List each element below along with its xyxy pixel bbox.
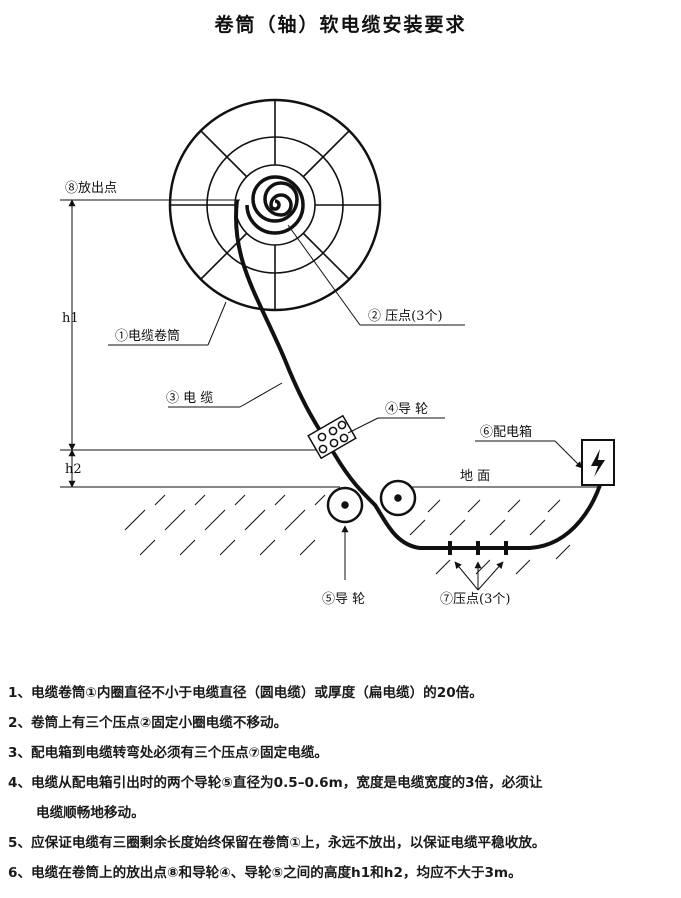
- note-3: 3、配电箱到电缆转弯处必须有三个压点⑦固定电缆。: [8, 745, 329, 761]
- note-1: 1、电缆卷筒①内圈直径不小于电缆直径（圆电缆）或厚度（扁电缆）的20倍。: [8, 685, 483, 701]
- note-5: 5、应保证电缆有三圈剩余长度始终保留在卷筒①上，永远不放出，以保证电缆平稳收放。: [8, 835, 546, 851]
- distribution-box: [581, 439, 615, 486]
- distribution-box-label: ⑥配电箱: [480, 424, 532, 440]
- cable-coil: [245, 175, 305, 235]
- release-point-label: ⑧放出点: [65, 181, 117, 196]
- note-4: 4、电缆从配电箱引出时的两个导轮⑤直径为0.5–0.6m，宽度是电缆宽度的3倍，…: [8, 775, 543, 791]
- guide-wheel-5-right: [379, 479, 417, 517]
- guide-wheel-block-4: [307, 414, 357, 460]
- guide-wheel-4-label: ④导 轮: [385, 402, 428, 417]
- cable-label: ③ 电 缆: [166, 390, 213, 406]
- reel-label: ①电缆卷筒: [115, 328, 180, 344]
- note-2: 2、卷筒上有三个压点②固定小圈电缆不移动。: [8, 715, 288, 731]
- note-4-cont: 电缆顺畅地移动。: [36, 805, 145, 821]
- ground-hatching: [124, 494, 571, 575]
- note-6: 6、电缆在卷筒上的放出点⑧和导轮④、导轮⑤之间的高度h1和h2，均应不大于3m。: [8, 865, 522, 881]
- page-title: 卷筒（轴）软电缆安装要求: [214, 14, 467, 36]
- press-points-reel-label: ② 压点(3个): [368, 309, 443, 324]
- cable-reel: [168, 98, 382, 312]
- requirements-list: 1、电缆卷筒①内圈直径不小于电缆直径（圆电缆）或厚度（扁电缆）的20倍。 2、卷…: [8, 678, 680, 888]
- press-points-ground: [448, 541, 508, 555]
- lightning-icon: [591, 449, 605, 477]
- guide-wheel-5-left: [326, 486, 364, 524]
- guide-wheel-5-label: ⑤导 轮: [322, 592, 365, 607]
- h1-label: h1: [62, 311, 79, 326]
- h2-label: h2: [65, 462, 82, 477]
- ground-label: 地 面: [460, 469, 490, 484]
- cable: [234, 199, 602, 550]
- installation-diagram: ⑧放出点 h1 h2 ①电缆卷筒 ② 压点(3个) ③ 电 缆 ④导 轮 ⑥配电…: [60, 98, 615, 607]
- press-points-ground-label: ⑦压点(3个): [440, 592, 510, 607]
